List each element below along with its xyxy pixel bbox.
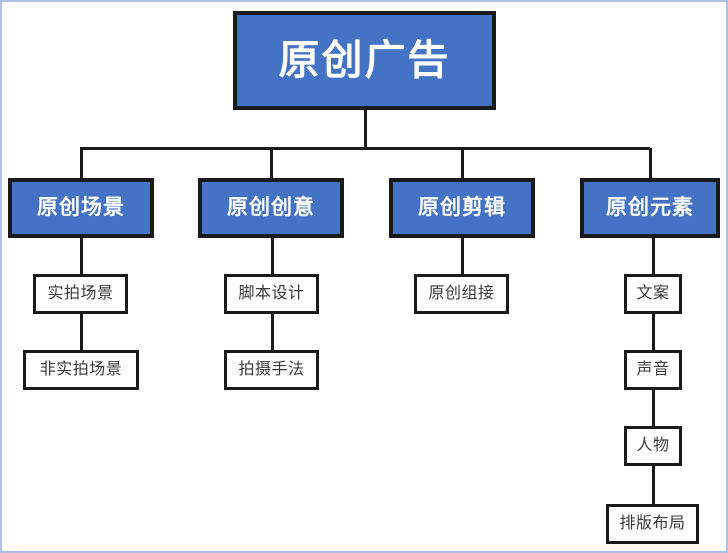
leaf-link-connector-1-0 (271, 238, 274, 274)
branch-node-2[interactable]: 原创剪辑 (389, 178, 535, 238)
branch-node-0[interactable]: 原创场景 (8, 178, 154, 238)
leaf-link-connector-1-1 (271, 314, 274, 350)
root-stem-connector (364, 110, 367, 148)
leaf-node-0-1[interactable]: 非实拍场景 (23, 350, 139, 390)
leaf-node-3-0[interactable]: 文案 (624, 274, 682, 314)
leaf-link-connector-3-3 (652, 466, 655, 504)
branch-node-3[interactable]: 原创元素 (580, 178, 720, 238)
branch-node-1[interactable]: 原创创意 (198, 178, 344, 238)
leaf-node-1-0[interactable]: 脚本设计 (224, 274, 319, 314)
branch-drop-connector-3 (649, 148, 652, 178)
leaf-link-connector-3-2 (652, 390, 655, 426)
branch-drop-connector-0 (80, 148, 83, 178)
leaf-node-3-2[interactable]: 人物 (624, 426, 682, 466)
leaf-node-2-0[interactable]: 原创组接 (414, 274, 509, 314)
leaf-link-connector-3-0 (652, 238, 655, 274)
branch-bus-connector (80, 147, 650, 150)
leaf-node-1-1[interactable]: 拍摄手法 (224, 350, 319, 390)
leaf-node-3-3[interactable]: 排版布局 (606, 504, 699, 544)
leaf-node-0-0[interactable]: 实拍场景 (33, 274, 128, 314)
leaf-node-3-1[interactable]: 声音 (624, 350, 682, 390)
leaf-link-connector-0-1 (80, 314, 83, 350)
branch-drop-connector-1 (270, 148, 273, 178)
leaf-link-connector-2-0 (461, 238, 464, 274)
leaf-link-connector-3-1 (652, 314, 655, 350)
branch-drop-connector-2 (461, 148, 464, 178)
root-node[interactable]: 原创广告 (233, 11, 496, 110)
leaf-link-connector-0-0 (80, 238, 83, 274)
